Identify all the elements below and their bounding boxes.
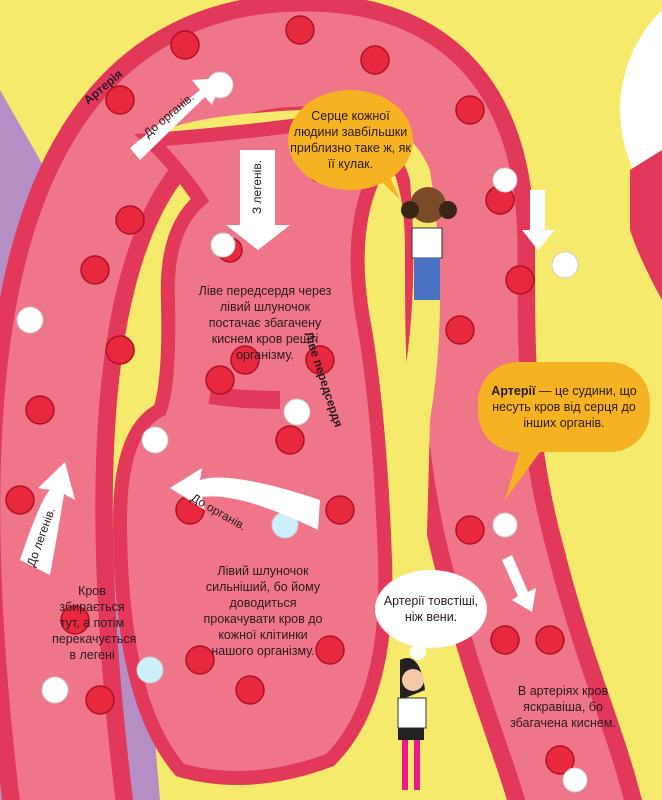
arrow-label-from-lungs: З легенів. — [250, 159, 265, 215]
white-blood-cells — [16, 71, 588, 793]
arteries-definition-bubble: Артерії — це судини, що несуть кров від … — [478, 362, 650, 452]
arteries-thicker-cloud: Артерії товстіші, ніж вени. — [375, 570, 487, 648]
valve — [208, 386, 281, 409]
blood-collects-info: Кров збирається тут, а потім перекачуєть… — [52, 584, 137, 662]
arteries-term: Артерії — [491, 384, 536, 398]
left-ventricle-info: Лівий шлуночок сильніший, бо йому доводи… — [203, 564, 323, 658]
arteries-bright-info: В артеріях кров яскравіша, бо збагачена … — [510, 684, 616, 730]
red-blood-cells — [5, 15, 575, 775]
vessel-edge-right — [630, 150, 662, 300]
arteries-definition-rest: — це судини, що несуть кров від серця до… — [492, 384, 637, 430]
teacher-character — [397, 658, 427, 790]
heart-size-bubble: Серце кожної людини завбільшки приблизно… — [288, 90, 413, 190]
bubble-tail — [505, 450, 540, 500]
artery-lumen — [0, 11, 624, 800]
left-atrium-info: Ліве передсердя через лівий шлуночок пос… — [198, 284, 332, 362]
heart-size-text: Серце кожної людини завбільшки приблизно… — [290, 109, 411, 171]
flow-arrows — [20, 78, 555, 612]
thought-dot — [410, 644, 426, 660]
girl-character — [401, 187, 457, 300]
arteries-thicker-text: Артерії товстіші, ніж вени. — [383, 594, 479, 624]
arteries-definition-text: Артерії — це судини, що несуть кров від … — [478, 383, 650, 431]
